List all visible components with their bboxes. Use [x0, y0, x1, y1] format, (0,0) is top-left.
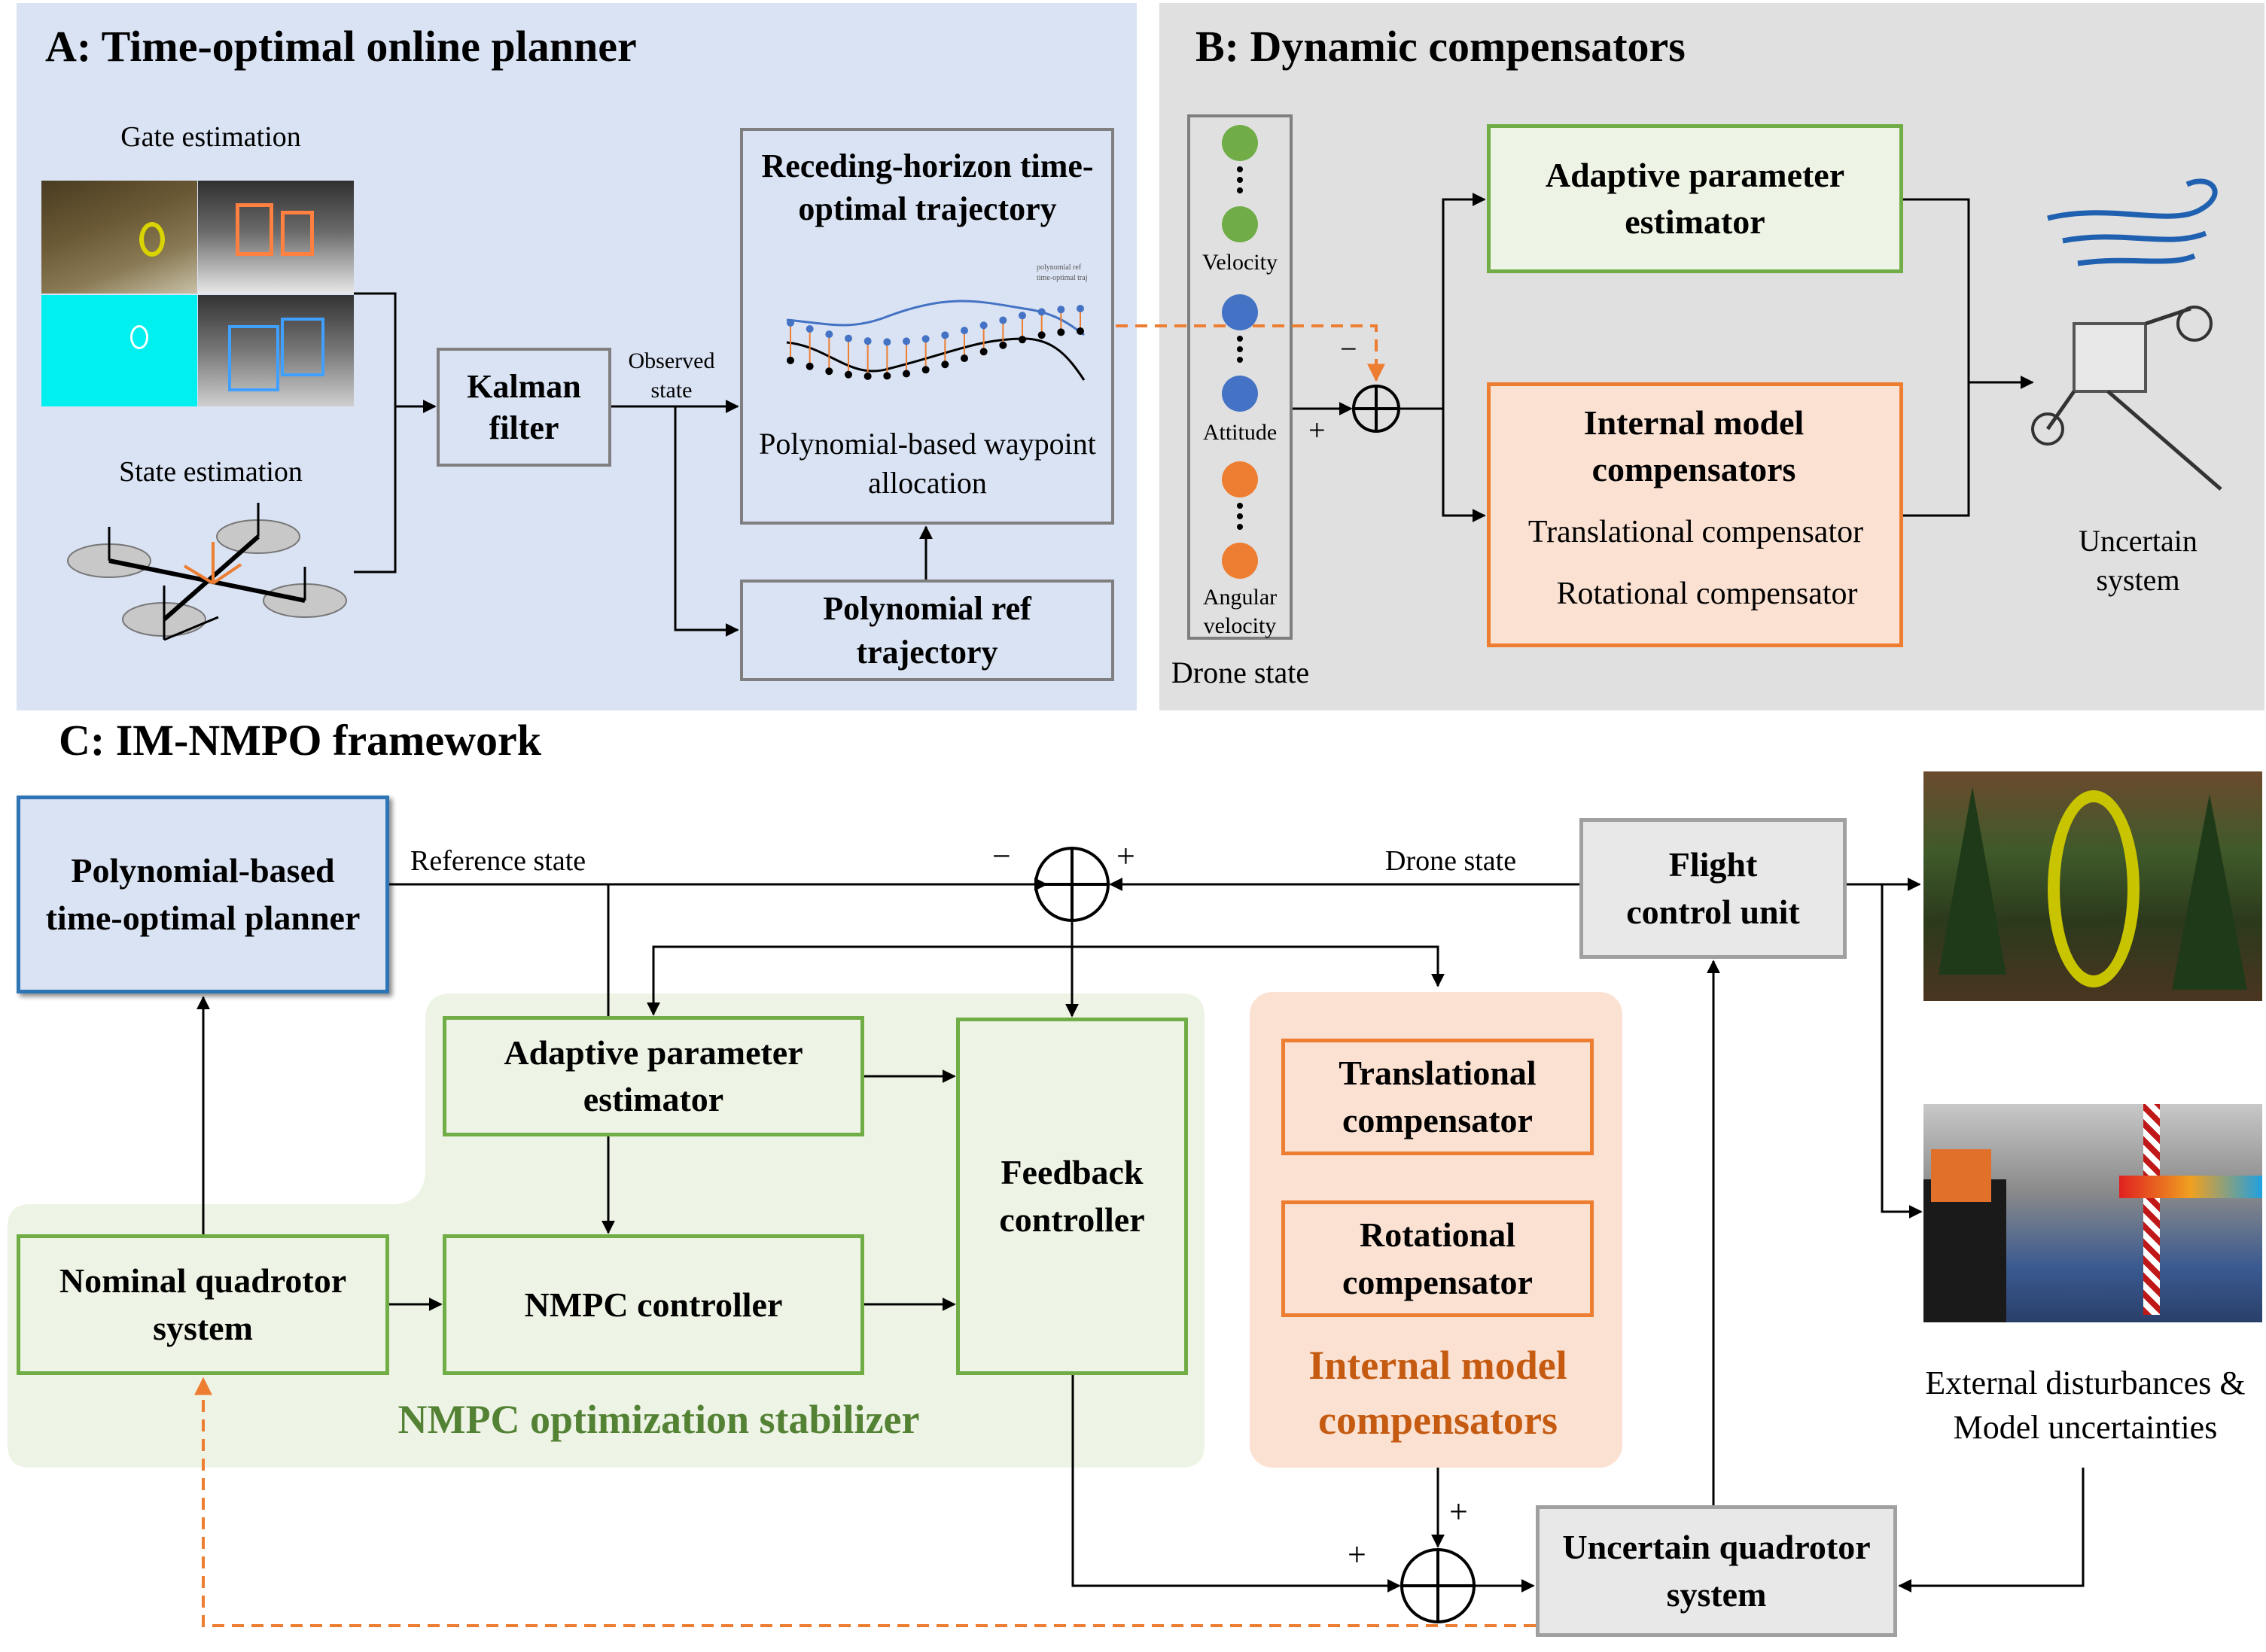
tree-icon [2172, 794, 2247, 990]
uncertain-quadrotor-label: Uncertain quadrotor system [1562, 1528, 1871, 1614]
translational-label-c: Translational compensator [1339, 1054, 1537, 1139]
waypoint-allocation-label: Polynomial-based waypoint allocation [759, 427, 1096, 500]
orange-case-icon [1931, 1149, 1991, 1202]
detection-box-icon [228, 325, 279, 391]
drone-state-column [1187, 114, 1293, 640]
state-estimation-label: State estimation [119, 456, 303, 488]
gate-frame-icon [236, 203, 273, 256]
indoor-scene-image [1923, 1104, 2262, 1322]
angular-velocity-label: Angular velocity [1202, 585, 1278, 638]
uncertain-quadrotor-box[interactable]: Uncertain quadrotor system [1536, 1505, 1897, 1637]
indoor-gate-image [198, 181, 354, 294]
nominal-system-box[interactable]: Nominal quadrotor system [17, 1234, 389, 1375]
flight-control-unit-box[interactable]: Flight control unit [1579, 818, 1847, 959]
kalman-filter-box[interactable]: Kalman filter [437, 348, 611, 467]
yellow-ring-icon [2048, 790, 2140, 987]
yellow-gate-icon [139, 222, 165, 257]
translational-box-c[interactable]: Translational compensator [1281, 1039, 1594, 1155]
sum-top-plus: + [1116, 838, 1135, 875]
sum-top-minus: − [992, 838, 1011, 875]
polynomial-ref-box[interactable]: Polynomial ref trajectory [740, 580, 1114, 681]
rotational-label-c: Rotational compensator [1342, 1215, 1533, 1301]
external-disturbances-label: External disturbances & Model uncertaint… [1925, 1364, 2246, 1447]
reference-state-label: Reference state [410, 845, 586, 877]
feedback-controller-label: Feedback controller [999, 1153, 1145, 1239]
nominal-system-label: Nominal quadrotor system [59, 1261, 347, 1347]
planner-label: Polynomial-based time-optimal planner [45, 851, 361, 937]
drone-state-label: Drone state [1171, 656, 1310, 689]
nmpc-stabilizer-label: NMPC optimization stabilizer [397, 1397, 920, 1442]
nmpc-controller-box[interactable]: NMPC controller [443, 1234, 864, 1375]
gate-images [41, 181, 354, 406]
gate-estimation-label: Gate estimation [120, 121, 301, 153]
polynomial-ref-label: Polynomial ref trajectory [823, 590, 1031, 671]
panel-b-title: B: Dynamic compensators [1195, 22, 1686, 71]
panel-a-title: A: Time-optimal online planner [45, 22, 637, 71]
segmented-gate-icon [130, 325, 148, 349]
rotational-label-b: Rotational compensator [1556, 577, 1858, 611]
legend-polynomial-ref: polynomial ref [1037, 263, 1082, 272]
rotational-box-c[interactable]: Rotational compensator [1281, 1200, 1594, 1317]
detection-box-icon [281, 318, 324, 376]
internal-model-box-b[interactable]: Internal model compensators Translationa… [1487, 382, 1903, 647]
translational-label-b: Translational compensator [1527, 515, 1864, 549]
kalman-filter-label: Kalman filter [467, 368, 581, 446]
colored-gate-icon [2119, 1176, 2262, 1198]
feedback-controller-box[interactable]: Feedback controller [956, 1018, 1188, 1375]
checkered-pole-icon [2143, 1104, 2160, 1315]
receding-horizon-box[interactable]: Receding-horizon time-optimal trajectory… [740, 128, 1114, 525]
sum-bottom-plus-left: + [1348, 1536, 1366, 1573]
internal-model-title-b: Internal model compensators [1583, 403, 1805, 489]
nmpc-controller-label: NMPC controller [524, 1285, 783, 1324]
equipment-case-icon [1923, 1179, 2006, 1322]
internal-model-label-c: Internal model compensators [1308, 1343, 1567, 1443]
adaptive-estimator-label-b: Adaptive parameter estimator [1545, 155, 1845, 241]
flight-control-unit-label: Flight control unit [1626, 845, 1800, 931]
tree-icon [1939, 786, 2006, 975]
velocity-label: Velocity [1202, 250, 1278, 275]
receding-horizon-title: Receding-horizon time-optimal trajectory [761, 148, 1094, 228]
observed-state-label: Observed state [628, 348, 715, 403]
adaptive-estimator-box-b[interactable]: Adaptive parameter estimator [1487, 124, 1903, 273]
detection-image [198, 295, 354, 406]
panel-b-minus: − [1340, 332, 1357, 366]
forest-gate-image [41, 181, 197, 294]
drone-state-label-c: Drone state [1385, 845, 1517, 877]
planner-box[interactable]: Polynomial-based time-optimal planner [17, 796, 389, 993]
panel-b-plus: + [1308, 413, 1326, 447]
adaptive-estimator-box-c[interactable]: Adaptive parameter estimator [443, 1016, 864, 1136]
panel-c-title: C: IM-NMPO framework [59, 716, 542, 765]
attitude-label: Attitude [1202, 420, 1278, 445]
legend-time-optimal: time-optimal traj [1037, 274, 1088, 282]
forest-scene-image [1923, 771, 2262, 1001]
gate-frame-icon [281, 211, 314, 256]
sum-bottom-plus-top: + [1449, 1493, 1468, 1530]
segmentation-image [41, 295, 197, 406]
uncertain-system-label: Uncertain system [2079, 524, 2197, 597]
adaptive-estimator-label-c: Adaptive parameter estimator [504, 1033, 803, 1118]
